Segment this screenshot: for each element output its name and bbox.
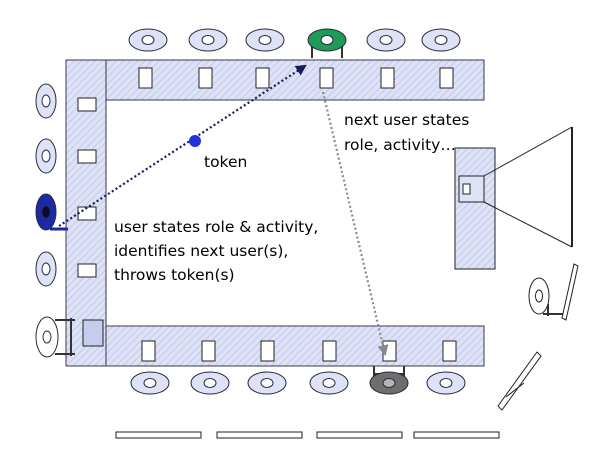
seat	[426, 371, 466, 395]
laptop	[439, 67, 454, 89]
active-seat	[307, 28, 347, 58]
laptop	[138, 67, 153, 89]
laptop	[442, 340, 457, 362]
seat	[35, 138, 57, 174]
user-states-label-line3: throws token(s)	[114, 266, 235, 284]
projector-screen	[454, 126, 573, 270]
seat	[247, 371, 287, 395]
seat	[35, 251, 57, 287]
token-label: token	[204, 153, 247, 171]
next-seat	[369, 366, 409, 395]
bench	[413, 431, 500, 439]
laptop	[198, 67, 213, 89]
bench	[115, 431, 202, 439]
laptop	[260, 340, 275, 362]
token-pass-arrow	[321, 91, 389, 357]
laptop	[141, 340, 156, 362]
seat	[35, 83, 57, 119]
seat	[188, 28, 228, 52]
laptop	[77, 149, 97, 164]
bottom-seats	[130, 366, 466, 395]
user-states-label-line2: identifies next user(s),	[114, 242, 288, 260]
table-top-bar	[105, 59, 485, 101]
next-user-label-line2: role, activity…	[344, 136, 456, 154]
table-bottom-bar	[105, 325, 485, 367]
token-dot	[189, 135, 201, 147]
seat	[366, 28, 406, 52]
angled-display	[497, 351, 542, 411]
user-states-label-line1: user states role & activity,	[114, 218, 318, 236]
side-device	[82, 319, 104, 347]
bench	[216, 431, 303, 439]
bench	[316, 431, 403, 439]
seat	[130, 371, 170, 395]
top-seats	[128, 28, 461, 58]
left-seats	[35, 83, 75, 358]
laptop	[201, 340, 216, 362]
laptop	[255, 67, 270, 89]
seat	[245, 28, 285, 52]
top-laptops	[138, 67, 454, 89]
token-throw-arrow	[58, 64, 307, 227]
seat	[309, 371, 349, 395]
right-chair	[528, 263, 579, 321]
laptop	[77, 97, 97, 112]
laptop	[380, 67, 395, 89]
laptop	[77, 263, 97, 278]
seat	[128, 28, 168, 52]
chair-side	[35, 316, 75, 358]
seat	[190, 371, 230, 395]
benches	[115, 431, 500, 439]
laptop	[322, 340, 337, 362]
left-active-seat	[35, 193, 68, 231]
seat	[421, 28, 461, 52]
laptop-active	[319, 67, 334, 89]
screen-stand	[454, 147, 496, 270]
next-user-label-line1: next user states	[344, 111, 469, 129]
